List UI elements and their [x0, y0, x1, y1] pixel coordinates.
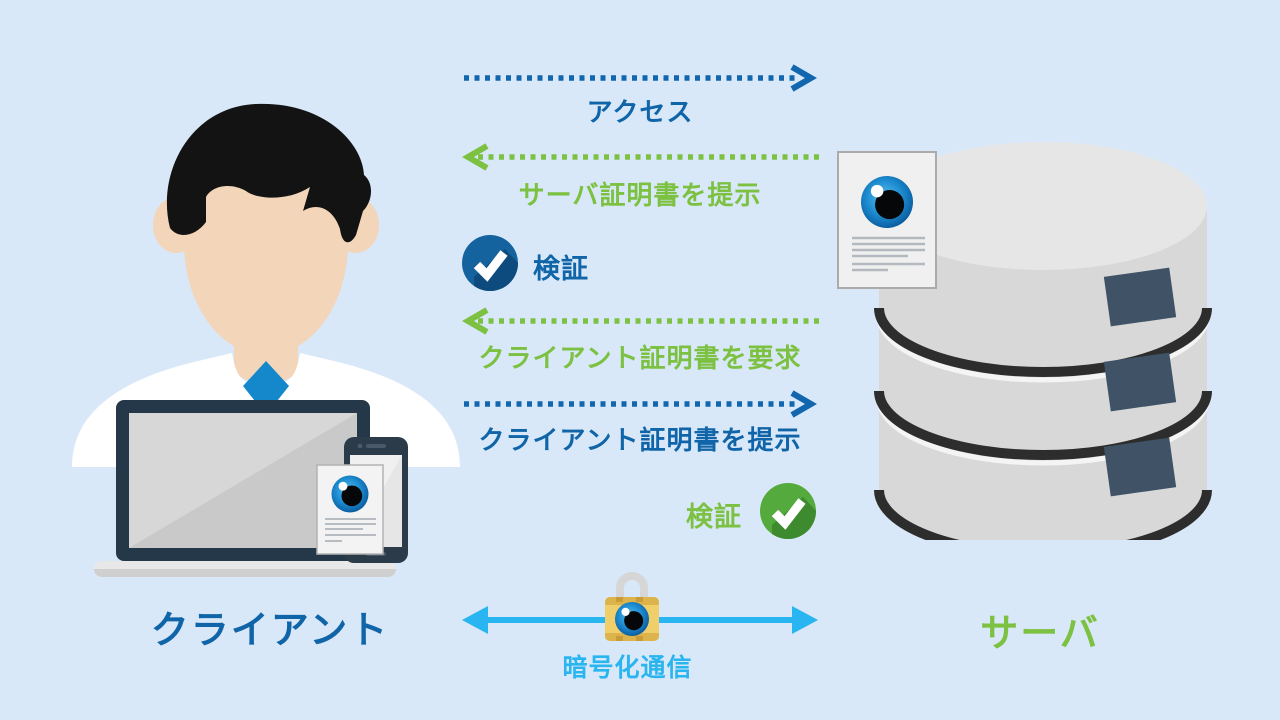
server-illustration	[837, 142, 1212, 540]
server-label: サーバ	[980, 613, 1100, 655]
server-certificate	[837, 151, 937, 289]
step-label-verify-server: 検証	[686, 502, 742, 532]
flow-arrows	[462, 64, 820, 641]
step-label-access: アクセス	[586, 97, 694, 127]
step-label-present-client-cert: クライアント証明書を提示	[478, 425, 802, 455]
arrow-server-cert	[462, 143, 820, 171]
check-icon-blue	[462, 235, 518, 291]
client-illustration	[72, 103, 460, 577]
database-stack	[874, 142, 1212, 540]
arrow-present-client-cert	[464, 390, 817, 418]
cylinder-top	[879, 142, 1207, 270]
drive-slots	[1103, 267, 1177, 497]
check-icon-green	[760, 483, 816, 539]
arrowhead-left	[462, 606, 488, 634]
arrow-access	[464, 64, 817, 92]
tier-separators	[874, 307, 1212, 540]
lock-stripe-notches	[616, 597, 643, 641]
step-label-request-client-cert: クライアント証明書を要求	[478, 343, 802, 373]
certificate-text-lines	[325, 518, 376, 542]
arrow-request-client-cert	[462, 307, 820, 335]
client-certificate	[316, 464, 384, 555]
arrowhead-right	[790, 64, 817, 92]
arrowhead-right	[790, 390, 817, 418]
laptop-base-shadow	[94, 569, 396, 577]
arrowhead-left	[462, 143, 489, 171]
laptop	[94, 400, 396, 577]
client-label: クライアント	[150, 610, 390, 652]
certificate-text-lines	[852, 236, 925, 272]
step-label-encrypted: 暗号化通信	[562, 654, 693, 682]
arrowhead-right	[792, 606, 818, 634]
laptop-screen-glare	[129, 413, 357, 548]
phone-camera	[357, 443, 363, 449]
eye-icon	[861, 176, 913, 228]
phone-speaker	[366, 444, 386, 448]
step-label-verify-client: 検証	[533, 254, 589, 284]
eye-icon	[615, 602, 649, 636]
lock-shackle	[616, 572, 648, 601]
tie	[243, 361, 289, 415]
step-label-server-cert: サーバ証明書を提示	[518, 180, 762, 210]
eye-icon	[331, 475, 369, 513]
arrowhead-left	[462, 307, 489, 335]
hair	[166, 103, 372, 243]
lock-icon	[605, 572, 659, 641]
